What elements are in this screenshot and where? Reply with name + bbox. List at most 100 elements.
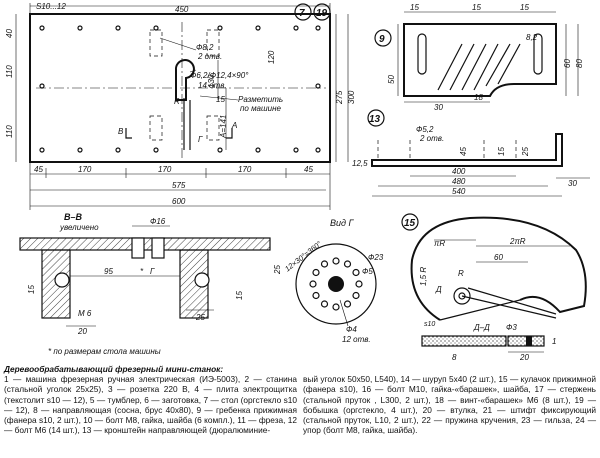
label-piR: πR [434, 239, 445, 248]
note-diam-82: Ф8,2 [196, 43, 214, 52]
note-mark1: Разметить [238, 95, 283, 104]
dim-170b: 170 [158, 165, 172, 174]
dim-170c: 170 [238, 165, 252, 174]
label-A: A [231, 121, 237, 130]
dim-130: 130 [207, 74, 216, 88]
dim-110: 110 [5, 65, 14, 78]
dim-275: 275 [335, 90, 344, 105]
dim-45b: 45 [304, 165, 313, 174]
bolt-holes [309, 257, 363, 311]
caption: Деревообрабатывающий фрезерный мини-стан… [4, 364, 596, 456]
bolt-head [131, 237, 145, 259]
dim-bb-15b: 15 [235, 291, 244, 300]
cutter-opening [174, 59, 195, 101]
label-1: 1 [552, 337, 556, 346]
badge-9 [374, 29, 392, 47]
caption-col-1: 1 — машина фрезерная ручная электрическа… [4, 374, 297, 436]
guide-slot [149, 29, 163, 57]
dim-13-480: 480 [452, 177, 466, 186]
guide-slot [206, 115, 220, 141]
svg-text:9: 9 [379, 34, 385, 45]
center-hub [328, 276, 344, 292]
dim-9-18: 18 [474, 93, 483, 102]
dim-bb-25b: 25 [195, 313, 205, 322]
label-s10: s10 [424, 321, 435, 328]
dim-13-400: 400 [452, 167, 466, 176]
dim-13-30: 30 [568, 179, 577, 188]
dim-15: 15 [216, 95, 225, 104]
dim-300: 300 [347, 90, 356, 104]
dim-9-15b: 15 [472, 3, 481, 12]
badge-13 [367, 109, 385, 127]
dim-600: 600 [172, 197, 186, 206]
note-star: * по размерам стола машины [48, 347, 161, 356]
guide-slot [149, 115, 163, 141]
view-g: Вид Г 12×30°=360° Ф23 Ф5 Ф4 12 отв. [283, 218, 384, 344]
label-diam3: Ф3 [506, 323, 517, 332]
dim-bb-star: * [140, 267, 144, 276]
perimeter-holes [39, 25, 321, 153]
dim-bb-20: 20 [77, 327, 87, 336]
dim-g-angle: 12×30°=360° [283, 239, 323, 273]
label-D: Д [435, 285, 442, 294]
dim-9-15a: 15 [410, 3, 419, 12]
dim-110b: 110 [5, 125, 14, 138]
section-bb: B–B увеличено Ф16 25 95 * Г 15 M 6 20 25… [19, 212, 282, 356]
note-diam-62: Ф6,2/Ф12,4×90° [190, 71, 249, 80]
svg-text:13: 13 [369, 114, 381, 125]
section-bb-subtitle: увеличено [59, 223, 99, 232]
dim-40: 40 [5, 29, 14, 38]
section-bb-title: B–B [64, 212, 83, 222]
label-R: R [174, 97, 180, 106]
table-outline [29, 13, 331, 163]
label-20: 20 [519, 353, 529, 362]
svg-text:15: 15 [404, 218, 416, 229]
label-60: 60 [494, 253, 503, 262]
guide-slot [206, 29, 220, 57]
dim-450: 450 [175, 5, 189, 14]
comb-outline [403, 23, 557, 97]
svg-text:7: 7 [299, 8, 305, 19]
label-15R: 1,5 R [419, 267, 428, 286]
section-ply-left [421, 335, 507, 347]
note-13-diam: Ф5,2 [416, 125, 434, 134]
label-DD: Д–Д [473, 323, 490, 332]
dim-9-80: 80 [575, 59, 584, 68]
dim-bb-25: 25 [273, 265, 282, 275]
label-G: Г [198, 135, 203, 144]
caption-title: Деревообрабатывающий фрезерный мини-стан… [4, 364, 224, 374]
table-slab-section [19, 237, 271, 251]
label-2piR: 2πR [509, 237, 526, 246]
dim-141: A=141 [219, 115, 228, 139]
svg-text:19: 19 [316, 8, 328, 19]
dim-9-50: 50 [387, 75, 396, 84]
note-mark2: по машине [240, 104, 282, 113]
note-13-otv: 2 отв. [419, 134, 444, 143]
part-9-comb: 9 15 15 15 8,2 50 60 80 30 18 [374, 3, 584, 112]
dim-bb-15: 15 [27, 285, 36, 294]
dim-120: 120 [267, 50, 276, 64]
dim-13-15: 15 [497, 147, 506, 156]
dim-575: 575 [172, 181, 186, 190]
flange-outline [295, 243, 377, 325]
note-otv14: 14 отв. [198, 81, 227, 90]
dim-13-25: 25 [521, 147, 530, 157]
badge-19 [313, 3, 331, 21]
dim-9-60: 60 [563, 59, 572, 68]
part-13-bracket: 13 Ф5,2 2 отв. 45 15 25 400 480 540 30 [367, 109, 590, 197]
dim-13-540: 540 [452, 187, 466, 196]
dim-45: 45 [34, 165, 43, 174]
label-B: B [118, 127, 124, 136]
main-view: S10...12 450 40 110 110 120 275 300 12,5… [5, 2, 368, 210]
label-8: 8 [452, 353, 457, 362]
part-15-cam: 15 πR 2πR R 60 1,5 R Д s10 Д–Д Ф3 20 1 8 [401, 213, 587, 362]
dim-s: S10...12 [36, 2, 66, 11]
label-R: R [458, 269, 464, 278]
dim-bb-m6: M 6 [78, 309, 92, 318]
dim-125: 12,5 [352, 159, 368, 168]
technical-drawing: S10...12 450 40 110 110 120 275 300 12,5… [5, 2, 590, 362]
dim-9-15c: 15 [520, 3, 529, 12]
dim-13-45: 45 [459, 147, 468, 156]
dim-170a: 170 [78, 165, 92, 174]
dim-g-4: Ф4 [346, 325, 357, 334]
